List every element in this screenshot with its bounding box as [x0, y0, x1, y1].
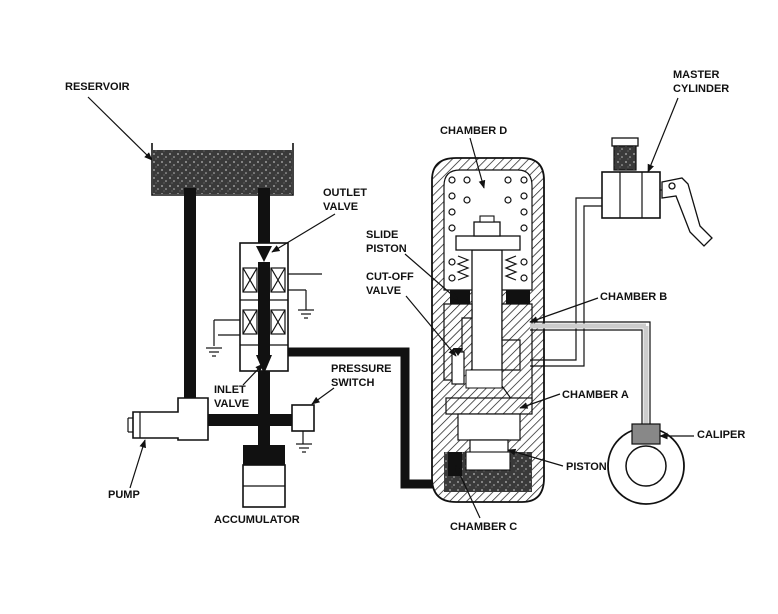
accumulator — [242, 445, 286, 508]
leader-pressure-switch — [311, 387, 335, 405]
leader-cutoff-valve — [405, 295, 457, 357]
pump — [127, 397, 209, 441]
pressure-switch — [291, 404, 315, 453]
ground-symbol-right — [298, 309, 314, 319]
label-master-cylinder-line1: MASTER — [673, 69, 720, 81]
label-inlet-valve-line1: INLET — [214, 384, 246, 396]
label-chamber-c: CHAMBER C — [450, 521, 517, 533]
leader-chamber-b — [529, 297, 599, 323]
leader-pump — [129, 439, 146, 489]
leader-reservoir — [87, 96, 153, 161]
label-outlet-valve-line2: VALVE — [323, 201, 358, 213]
leader-inlet-valve — [242, 363, 264, 386]
leader-chamber-d — [469, 137, 486, 189]
label-cutoff-valve-line1: CUT-OFF — [366, 271, 414, 283]
label-pressure-switch-line2: SWITCH — [331, 377, 374, 389]
caliper — [607, 423, 685, 505]
label-cutoff-valve-line2: VALVE — [366, 285, 401, 297]
label-pump: PUMP — [108, 489, 140, 501]
labels: RESERVOIR OUTLET VALVE INLET VALVE PRESS… — [65, 69, 745, 533]
label-slide-piston-line1: SLIDE — [366, 229, 398, 241]
label-piston: PISTON — [566, 461, 607, 473]
label-caliper: CALIPER — [697, 429, 745, 441]
hydraulic-lines — [184, 188, 447, 489]
leader-chamber-c — [455, 465, 481, 519]
label-outlet-valve-line1: OUTLET — [323, 187, 367, 199]
leader-piston — [507, 448, 564, 467]
label-accumulator: ACCUMULATOR — [214, 514, 300, 526]
leader-slide-piston — [404, 253, 459, 301]
leader-outlet-valve — [271, 213, 336, 253]
label-slide-piston-line2: PISTON — [366, 243, 407, 255]
caliper-lines — [530, 197, 651, 428]
label-chamber-d: CHAMBER D — [440, 125, 507, 137]
leader-master-cylinder — [647, 97, 679, 173]
reservoir — [151, 143, 294, 196]
solenoid-valve-block — [213, 242, 322, 374]
modulator-housing — [431, 157, 545, 503]
label-chamber-a: CHAMBER A — [562, 389, 629, 401]
label-chamber-b: CHAMBER B — [600, 291, 667, 303]
label-pressure-switch-line1: PRESSURE — [331, 363, 392, 375]
label-master-cylinder-line2: CYLINDER — [673, 83, 729, 95]
label-inlet-valve-line2: VALVE — [214, 398, 249, 410]
label-reservoir: RESERVOIR — [65, 81, 130, 93]
ground-symbol-left — [206, 347, 222, 357]
leader-chamber-a — [519, 393, 561, 409]
leader-lines — [87, 96, 694, 519]
master-cylinder — [601, 137, 713, 247]
